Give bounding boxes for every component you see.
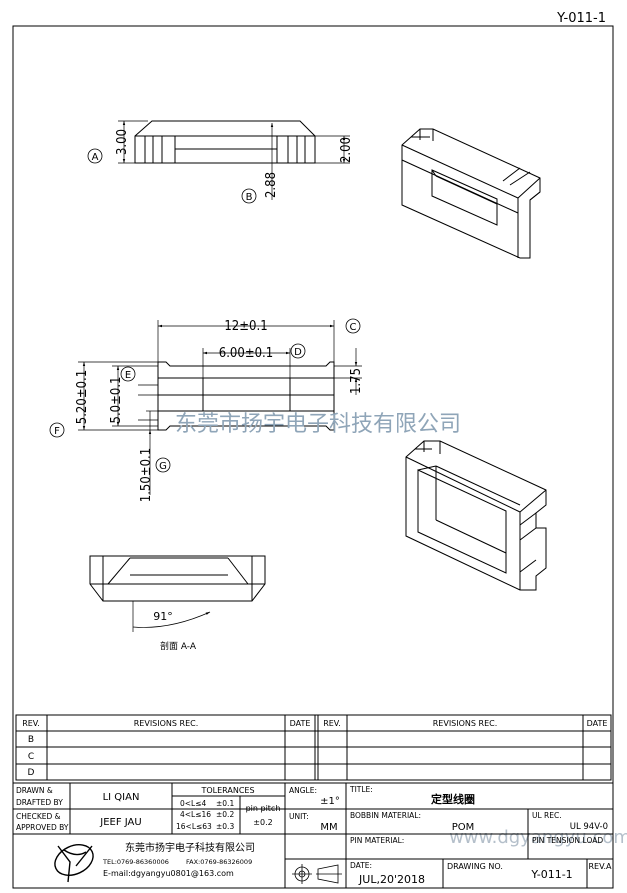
- rec-header-left: REVISIONS REC.: [134, 719, 199, 728]
- part-title: 定型线圈: [431, 792, 475, 806]
- callout-a: A: [87, 148, 103, 164]
- rec-header-right: REVISIONS REC.: [433, 719, 498, 728]
- drawn-by-value: LI QIAN: [103, 792, 140, 803]
- svg-text:E: E: [125, 370, 131, 381]
- company-tel: TEL:0769-86360006: [102, 858, 169, 866]
- tol-value-2: ±0.2: [216, 810, 234, 819]
- rev-header-right: REV.: [323, 719, 341, 728]
- callout-g: G: [155, 457, 171, 473]
- company-name: 东莞市扬宇电子科技有限公司: [125, 841, 255, 854]
- drawing-no-value: Y-011-1: [530, 868, 572, 881]
- svg-text:C: C: [350, 322, 357, 333]
- tol-range-1: 0<L≤4: [180, 799, 207, 808]
- section-label: 剖面 A-A: [160, 640, 197, 652]
- rev-label: REV.A: [588, 862, 612, 871]
- rev-row-d: D: [28, 768, 35, 778]
- front-view: [118, 120, 350, 200]
- checked-by-value: JEEF JAU: [99, 817, 141, 828]
- dim-height-total: 3.00: [115, 129, 130, 155]
- company-logo-icon: [54, 844, 94, 883]
- rev-header-left: REV.: [22, 719, 40, 728]
- angle-value: ±1°: [320, 796, 340, 807]
- projection-symbol-icon: [292, 864, 342, 884]
- top-view: [78, 320, 362, 495]
- rev-row-b: B: [28, 735, 34, 745]
- revision-table: [15, 714, 612, 781]
- pin-tension-label: PIN TENSION LOAD: [532, 836, 603, 845]
- title-block: [12, 782, 614, 889]
- tol-value-1: ±0.1: [216, 799, 234, 808]
- bobbin-material-value: POM: [452, 822, 475, 833]
- drawing-code: Y-011-1: [556, 11, 606, 26]
- company-email: E-mail:dgyangyu0801@163.com: [103, 869, 234, 878]
- tol-range-2: 4<L≤16: [180, 810, 211, 819]
- ul-rec-value: UL 94V-0: [570, 822, 608, 832]
- dim-depth-outer: 5.20±0.1: [75, 370, 90, 424]
- unit-value: MM: [320, 822, 337, 833]
- checked-by-label-2: APPROVED BY: [16, 823, 69, 832]
- sheet-border: [12, 25, 614, 889]
- watermark-company: 东莞市扬宇电子科技有限公司: [175, 412, 461, 437]
- callout-e: E: [120, 366, 136, 382]
- rev-row-c: C: [28, 752, 34, 762]
- tol-value-3: ±0.3: [216, 822, 234, 831]
- watermark-url: www.dgyangyu.com: [449, 827, 627, 848]
- dim-height-right: 2.00: [339, 137, 354, 163]
- angle-label: ANGLE:: [289, 786, 317, 795]
- date-header-right: DATE: [587, 719, 608, 728]
- bobbin-material-label: BOBBIN MATERIAL:: [350, 811, 421, 820]
- svg-text:G: G: [159, 461, 167, 472]
- date-header-left: DATE: [290, 719, 311, 728]
- isometric-view-top: [401, 128, 541, 259]
- pin-material-label: PIN MATERIAL:: [350, 836, 404, 845]
- pin-pitch-label: pin pitch: [246, 804, 281, 813]
- callout-d: D: [290, 343, 306, 359]
- drawn-by-label-2: DRAFTED BY: [16, 798, 63, 807]
- title-label: TITLE:: [349, 785, 373, 794]
- drawn-by-label-1: DRAWN &: [16, 786, 53, 795]
- dim-depth-inner: 5.0±0.1: [109, 377, 124, 424]
- svg-text:A: A: [92, 152, 99, 163]
- ul-rec-label: UL REC.: [532, 811, 562, 820]
- dim-width-total: 12±0.1: [224, 319, 267, 334]
- callout-f: F: [49, 422, 65, 438]
- dim-top-offset: 1.75: [349, 368, 364, 394]
- dim-height-inner: 2.88: [264, 172, 279, 198]
- unit-label: UNIT:: [289, 812, 309, 821]
- section-view: [89, 555, 266, 632]
- checked-by-label-1: CHECKED &: [16, 812, 61, 821]
- svg-text:F: F: [54, 426, 60, 437]
- svg-text:B: B: [246, 192, 253, 203]
- pin-pitch-value: ±0.2: [253, 818, 272, 827]
- date-label: DATE:: [350, 861, 372, 870]
- callout-c: C: [345, 318, 361, 334]
- dim-depth-bottom: 1.50±0.1: [139, 448, 154, 502]
- dim-width-window: 6.00±0.1: [219, 346, 273, 361]
- date-value: JUL,20'2018: [358, 873, 425, 886]
- company-fax: FAX:0769-86326009: [186, 858, 252, 866]
- drawing-no-label: DRAWING NO.: [447, 862, 503, 871]
- section-angle: 91°: [153, 610, 173, 623]
- isometric-view-bottom: [405, 440, 547, 591]
- svg-text:D: D: [294, 347, 302, 358]
- tolerances-label: TOLERANCES: [200, 786, 254, 795]
- callout-b: B: [241, 188, 257, 204]
- tol-range-3: 16<L≤63: [176, 822, 212, 831]
